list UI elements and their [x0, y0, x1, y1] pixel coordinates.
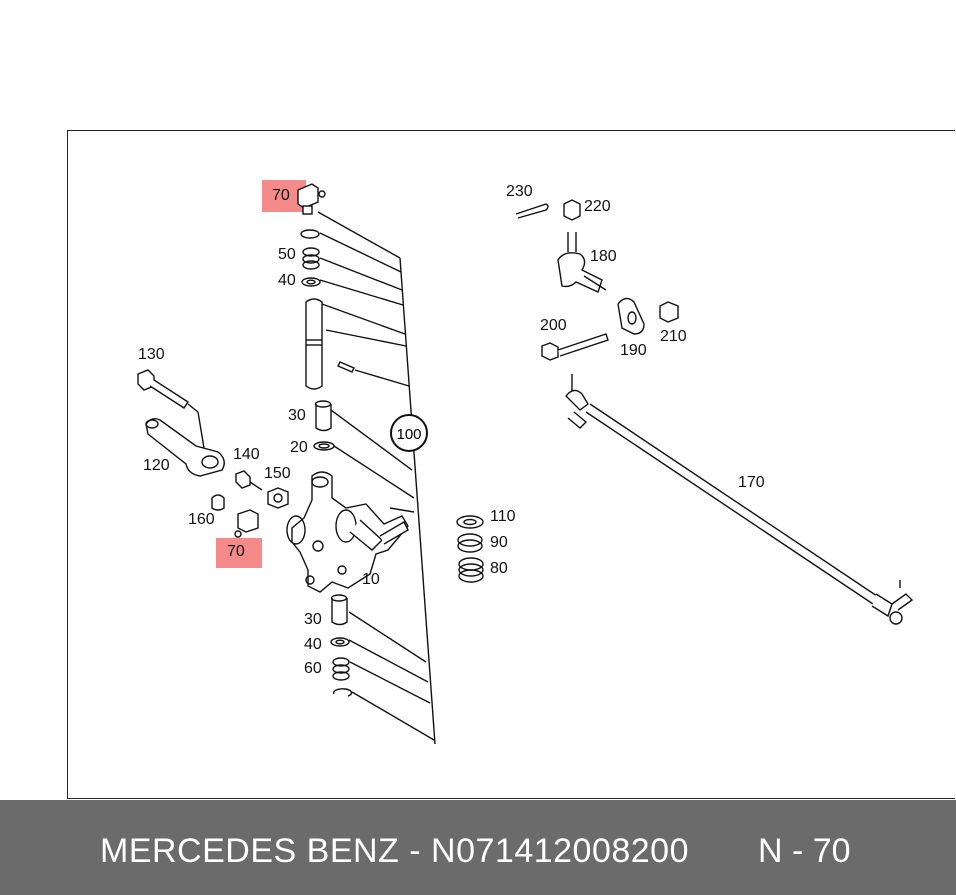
callout-170: 170 [738, 474, 765, 491]
footer-bar [0, 800, 956, 895]
callout-160: 160 [188, 511, 215, 528]
callout-60: 60 [304, 660, 322, 677]
callout-40-bottom: 40 [304, 636, 322, 653]
callout-10: 10 [362, 571, 380, 588]
callout-150: 150 [264, 465, 291, 482]
callout-110: 110 [490, 508, 516, 525]
position-number-text: N - 70 [758, 832, 851, 870]
group-callout-100: 100 [390, 414, 428, 452]
callout-220: 220 [584, 198, 611, 215]
callout-30-bottom: 30 [304, 611, 322, 628]
part-number-text: MERCEDES BENZ - N071412008200 [100, 832, 689, 870]
callout-70-bottom: 70 [227, 543, 245, 560]
callout-190: 190 [620, 342, 647, 359]
callout-70-top: 70 [272, 187, 290, 204]
callout-140: 140 [233, 446, 260, 463]
callout-50: 50 [278, 246, 296, 263]
callout-230: 230 [506, 183, 533, 200]
callout-30-top: 30 [288, 407, 306, 424]
callout-80: 80 [490, 560, 508, 577]
callout-90: 90 [490, 534, 508, 551]
callout-40-top: 40 [278, 272, 296, 289]
callout-180: 180 [590, 248, 617, 265]
callout-210: 210 [660, 328, 687, 345]
group-callout-label: 100 [396, 426, 422, 443]
callout-20: 20 [290, 439, 308, 456]
highlight-box-bottom [216, 538, 262, 568]
callout-200: 200 [540, 317, 567, 334]
callout-130: 130 [138, 346, 165, 363]
callout-120: 120 [143, 457, 170, 474]
